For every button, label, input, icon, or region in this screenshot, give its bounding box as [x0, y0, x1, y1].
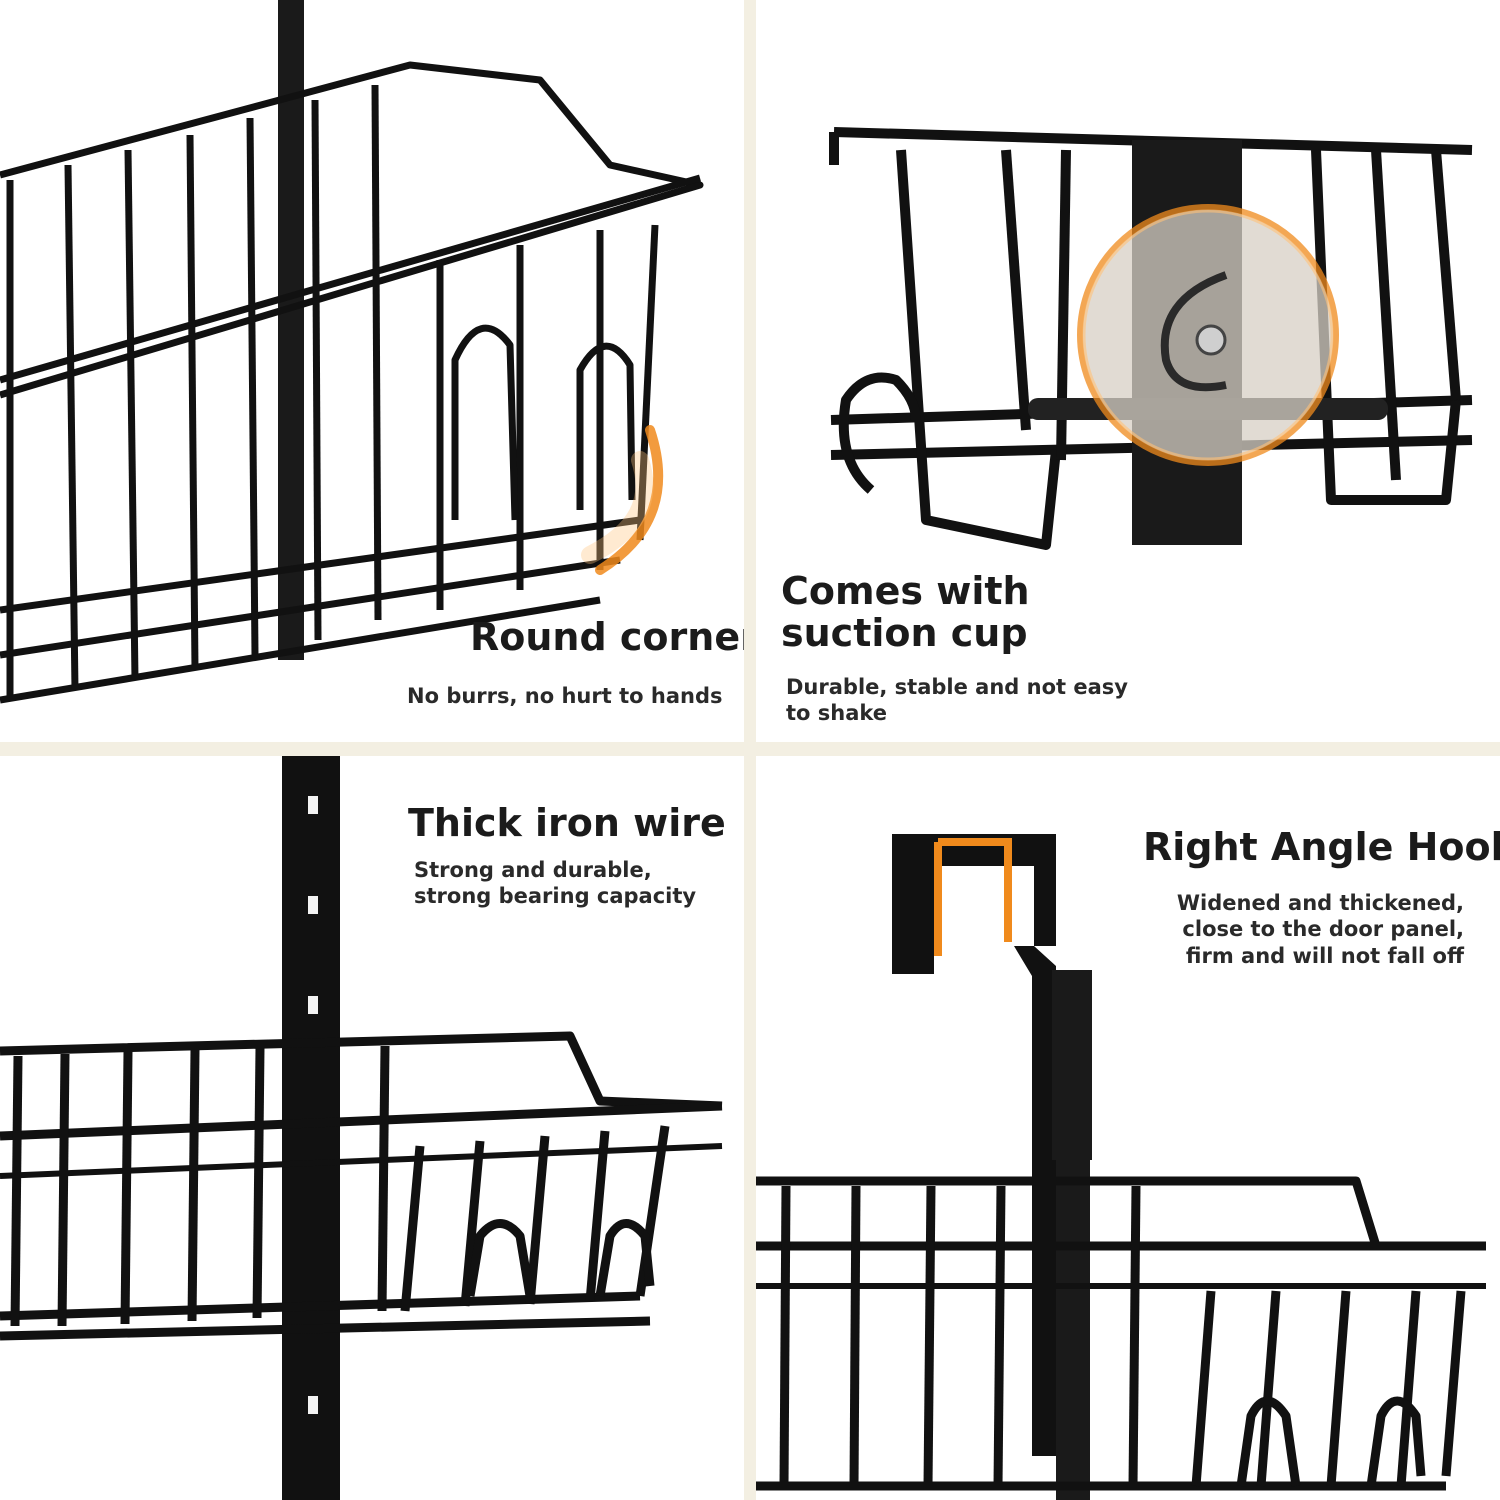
panel-title: Right Angle Hook	[1143, 825, 1500, 869]
basket-corner-image	[0, 0, 704, 704]
panel-title-line1: Comes with	[781, 569, 1030, 613]
panel-right-angle-hook: Right Angle Hook Widened and thickened, …	[756, 756, 1500, 1500]
panel-title: Thick iron wire	[408, 801, 726, 845]
right-angle-hook-image	[756, 834, 1486, 1500]
panel-subtitle: Widened and thickened, close to the door…	[1176, 891, 1464, 968]
panel-suction-cup: Comes with suction cup Durable, stable a…	[756, 0, 1500, 742]
panel-title: Round corner	[470, 615, 744, 659]
iron-wire-basket-image	[0, 756, 723, 1500]
panel-title-line2: suction cup	[781, 611, 1028, 655]
suction-cup-image	[829, 127, 1473, 550]
panel-subtitle: No burrs, no hurt to hands	[407, 684, 723, 708]
panel-subtitle: Strong and durable, strong bearing capac…	[414, 858, 697, 909]
panel-round-corner: Round corner No burrs, no hurt to hands	[0, 0, 744, 742]
panel-thick-iron-wire: Thick iron wire Strong and durable, stro…	[0, 756, 744, 1500]
panel-subtitle: Durable, stable and not easy to shake	[786, 675, 1128, 726]
